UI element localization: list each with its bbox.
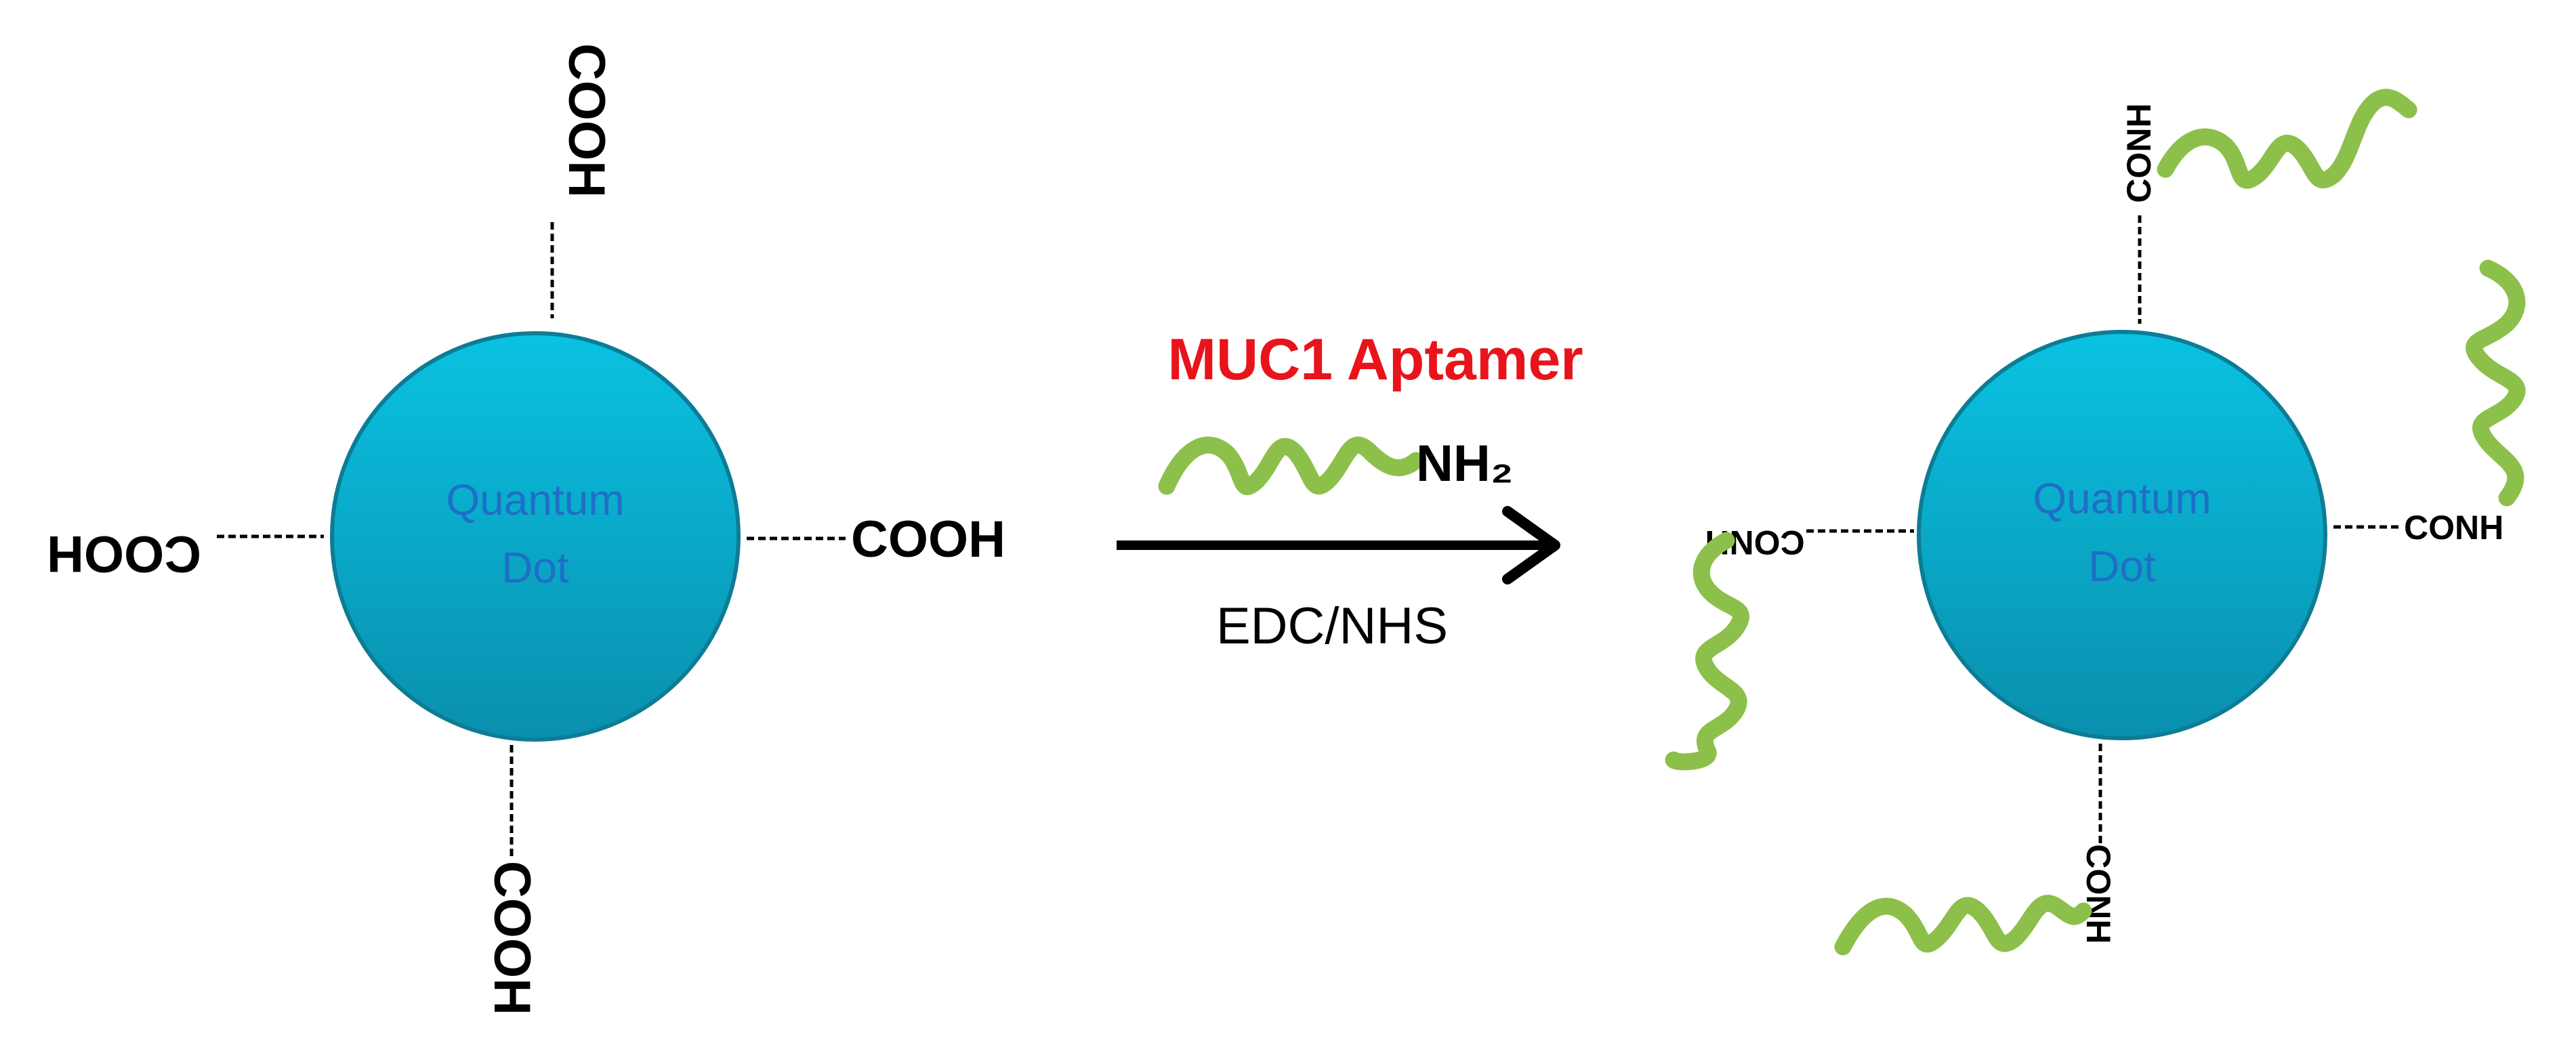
- left-dot-circle: [330, 331, 741, 742]
- left-right-cooh-label: COOH: [851, 511, 1005, 568]
- left-left-cooh-label: COOH: [47, 525, 201, 582]
- reaction-arrow: [1117, 506, 1560, 585]
- right-bottom-conh-label: CONH: [2079, 844, 2117, 943]
- right-top-conh-label: CONH: [2120, 103, 2158, 203]
- aptamer-strand: [1158, 436, 1425, 495]
- right-bottom-aptamer-strand: [1834, 895, 2092, 956]
- left-quantum-dot: Quantum Dot: [330, 331, 741, 742]
- left-top-cooh-label: COOH: [558, 43, 615, 198]
- left-dot-label-line2: Dot: [501, 543, 569, 592]
- right-right-aptamer-strand: [2466, 259, 2526, 507]
- reaction-conditions: MUC1 Aptamer NH₂ EDC/NHS: [1117, 327, 1583, 655]
- right-dot-label-line2: Dot: [2088, 542, 2156, 591]
- right-dot-label-line1: Quantum: [2033, 474, 2211, 523]
- reagents-label: EDC/NHS: [1216, 597, 1448, 655]
- right-left-aptamer-strand: [1665, 532, 1749, 771]
- right-quantum-dot: Quantum Dot: [1917, 330, 2327, 740]
- aptamer-title: MUC1 Aptamer: [1167, 327, 1583, 392]
- left-dot-label-line1: Quantum: [446, 475, 624, 524]
- reaction-arrow-head: [1502, 506, 1560, 585]
- left-bottom-cooh-label: COOH: [483, 861, 541, 1015]
- right-top-aptamer-strand: [2157, 89, 2417, 189]
- amine-label: NH₂: [1416, 435, 1514, 492]
- right-right-conh-label: CONH: [2404, 509, 2504, 547]
- right-dot-circle: [1917, 330, 2327, 740]
